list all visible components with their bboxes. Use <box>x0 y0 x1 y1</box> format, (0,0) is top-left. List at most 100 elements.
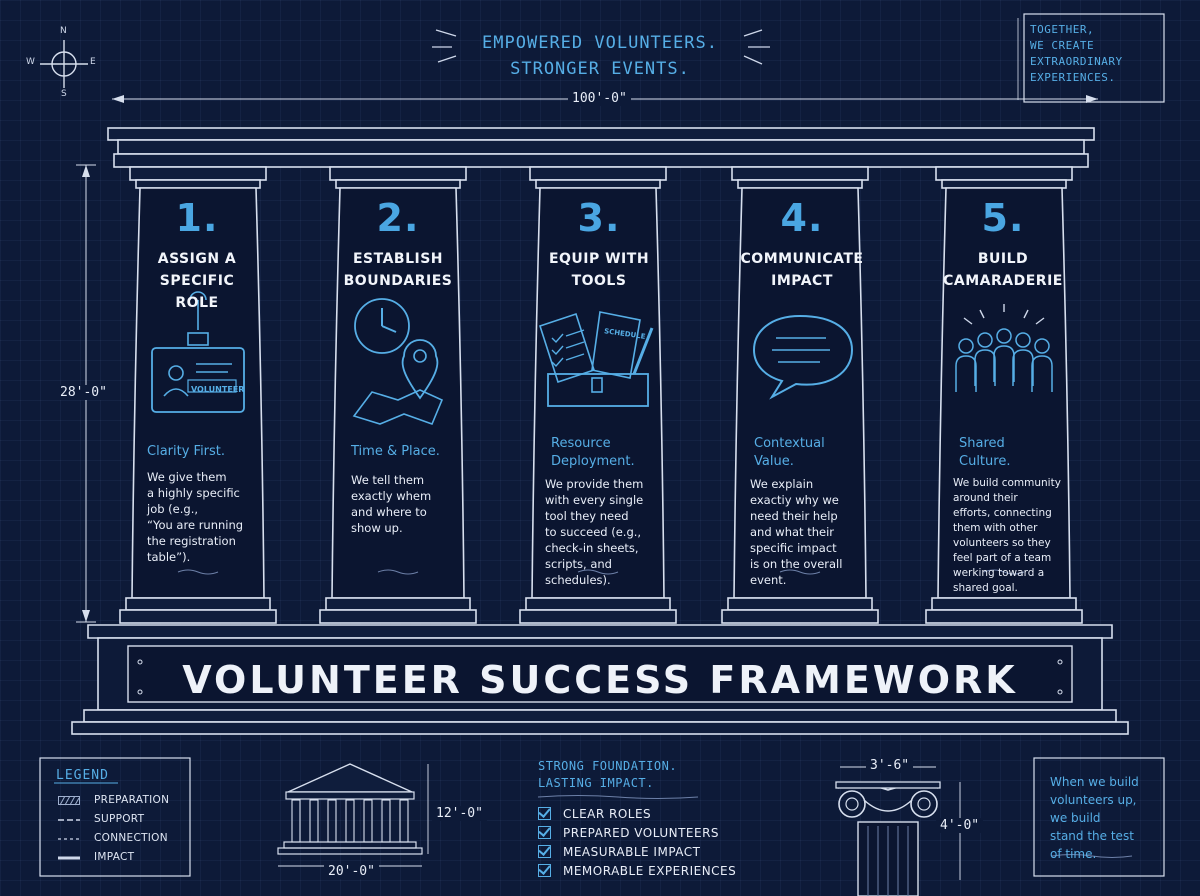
mini-temple-step <box>277 847 423 855</box>
pillar-2-body-line: We tell them <box>351 473 425 487</box>
tagline-line-2: STRONGER EVENTS. <box>510 59 690 79</box>
person-head-icon <box>958 338 974 354</box>
pillar-1-title-line: ASSIGN A <box>157 251 237 267</box>
cornice-band <box>117 139 1085 155</box>
pillar-4-body-line: exactiy why we <box>750 493 839 507</box>
camaraderie-ray-stroke <box>1035 317 1045 325</box>
solid-line-swatch-icon <box>58 856 80 860</box>
bottom-note-line: volunteers up, <box>1050 793 1137 807</box>
legend-item-label: PREPARATION <box>94 794 170 806</box>
pillar-1-body-line: “You are running <box>147 518 244 532</box>
toolbox-latch-icon <box>591 377 603 393</box>
pillar-5-title-line: CAMARADERIE <box>943 273 1063 289</box>
cornice-top <box>107 127 1095 141</box>
legend-item-connection: CONNECTION <box>58 832 168 847</box>
legend-frame <box>39 757 191 877</box>
ionic-volute-right-icon <box>910 790 938 818</box>
pillar-4-subtitle-line: Value. <box>754 454 794 469</box>
checklist-item: MEMORABLE EXPERIENCES <box>538 864 736 878</box>
pillar-4-heading: 4. COMMUNICATE IMPACT <box>736 196 868 292</box>
pillar-5-body-line: feel part of a team <box>953 552 1052 564</box>
ionic-abacus <box>835 781 941 789</box>
clipboard-check-icon <box>551 333 564 344</box>
badge-clip-icon <box>187 332 209 346</box>
clipboard-line <box>565 341 585 349</box>
pillar-3-body-line: tool they need <box>545 509 629 523</box>
ionic-volute-left-icon <box>838 790 866 818</box>
plaque-rivet-icon <box>137 659 143 665</box>
pillar-5-underline-stroke <box>983 569 1025 575</box>
pillar-4-base-ring <box>727 597 873 611</box>
pillar-4-title-line: COMMUNICATE <box>740 251 864 267</box>
pillar-1-title: ASSIGN A SPECIFIC ROLE <box>131 248 263 314</box>
pillar-5-body-line: We build community <box>953 477 1061 489</box>
pillar-2-body: We tell them exactly whem and where to s… <box>351 472 431 536</box>
tagline-accent-stroke <box>435 29 457 37</box>
checklist-item-label: MEASURABLE IMPACT <box>563 845 701 859</box>
clock-icon <box>354 298 410 354</box>
foundation-title-line: LASTING IMPACT. <box>538 776 654 790</box>
bottom-note-line: of time. <box>1050 847 1097 861</box>
pillar-5-body-line: them with other <box>953 522 1038 534</box>
pillar-4-body: We explain exactiy why we need their hel… <box>750 476 842 588</box>
pencil-icon <box>632 327 654 375</box>
person-body-icon <box>993 345 1015 382</box>
pillar-1-title-line: SPECIFIC <box>159 273 235 289</box>
pillar-3-subtitle-line: Resource <box>551 436 611 451</box>
pillar-3-subtitle-line: Deployment. <box>551 454 635 469</box>
pillar-3-title: EQUIP WITH TOOLS <box>533 248 665 292</box>
ionic-echinus <box>863 799 913 812</box>
pillar-4-body-line: We explain <box>750 477 814 491</box>
legend-item-label: SUPPORT <box>94 813 145 825</box>
mini-temple-step <box>283 841 417 849</box>
pillar-2-capital-slab <box>329 166 467 181</box>
pillar-2-subtitle: Time & Place. <box>351 443 440 461</box>
tagline-accent-stroke <box>743 55 763 65</box>
pillar-4-body-line: specific impact <box>750 541 837 555</box>
mini-temple-column <box>363 799 373 843</box>
podium-step-2 <box>71 721 1129 735</box>
schedule-paper-icon <box>591 311 641 379</box>
pillar-5-title-line: BUILD <box>977 251 1029 267</box>
tagline-accent-stroke <box>743 29 763 37</box>
pillar-2-heading: 2. ESTABLISH BOUNDARIES <box>332 196 464 292</box>
pillar-2-number: 2. <box>376 196 420 240</box>
top-right-note: TOGETHER, WE CREATE EXTRAORDINARY EXPERI… <box>1030 22 1160 86</box>
location-pin-icon <box>401 339 439 400</box>
checkbox-checked-icon <box>538 864 551 877</box>
bottom-note-frame <box>1033 757 1165 877</box>
mini-temple-column <box>291 799 301 843</box>
lanyard-icon <box>189 291 207 330</box>
pillar-3-underline-stroke <box>577 569 619 575</box>
top-note-line: TOGETHER, <box>1030 23 1095 36</box>
pillar-3-base-plinth <box>519 609 677 624</box>
pillar-3-body: We provide them with every single tool t… <box>545 476 643 588</box>
stylobate-top <box>87 624 1113 639</box>
pillar-3-body-line: with every single <box>545 493 644 507</box>
pillar-1-underline-stroke <box>177 569 219 575</box>
id-badge-icon <box>151 347 245 413</box>
pillar-4-subtitle-line: Contextual <box>754 436 825 451</box>
pillar-2-body-line: exactly whem <box>351 489 432 503</box>
pillar-2-body-line: and where to <box>351 505 427 519</box>
pillar-4-number: 4. <box>780 196 824 240</box>
pillar-5-body-line: around their <box>953 492 1018 504</box>
clipboard-line <box>565 353 585 361</box>
compass-east: E <box>90 57 96 67</box>
pillar-2-title: ESTABLISH BOUNDARIES <box>332 248 464 292</box>
toolbox-icon <box>547 373 649 407</box>
dimension-arrow-icon <box>112 95 124 103</box>
pillar-4-body-line: event. <box>750 573 787 587</box>
pillar-1-subtitle-line: Clarity First. <box>147 444 226 459</box>
pillar-5-body-line: volunteers so they <box>953 537 1051 549</box>
pillar-3-body-line: We provide them <box>545 477 644 491</box>
pillar-3-body-line: schedules). <box>545 573 611 587</box>
capital-height-label: 4'-0" <box>936 818 984 833</box>
pillar-3-subtitle: Resource Deployment. <box>551 435 635 471</box>
camaraderie-ray-stroke <box>1023 309 1029 319</box>
pillar-4-body-line: is on the overall <box>750 557 843 571</box>
checkbox-checked-icon <box>538 807 551 820</box>
pillar-5-subtitle-line: Culture. <box>959 454 1011 469</box>
pillar-4-base-plinth <box>721 609 879 624</box>
plaque-rivet-icon <box>1057 689 1063 695</box>
